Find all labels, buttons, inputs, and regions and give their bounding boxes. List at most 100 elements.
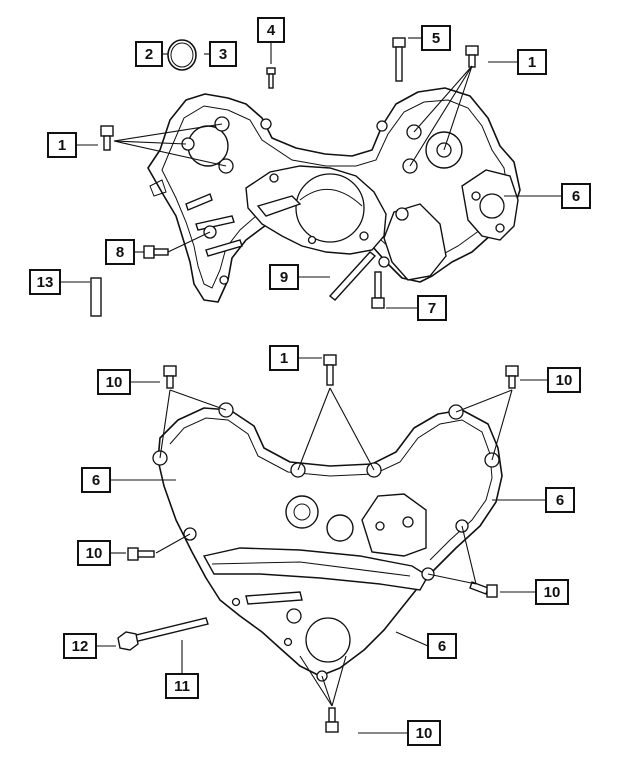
right-flange-bore bbox=[479, 193, 505, 219]
bolt-10-ml-head bbox=[127, 547, 139, 561]
upper-right-hole bbox=[376, 120, 388, 132]
right-flange-hole-a bbox=[471, 191, 481, 201]
svg-text:12: 12 bbox=[72, 638, 89, 655]
bracket-hole-b bbox=[378, 256, 390, 268]
svg-text:1: 1 bbox=[280, 350, 288, 367]
callout-6-right: 6 bbox=[545, 487, 575, 513]
leader-lines bbox=[60, 37, 562, 734]
bolt-4-head bbox=[266, 67, 276, 75]
bolt-1-mid-shank bbox=[326, 364, 334, 386]
svg-text:1: 1 bbox=[58, 137, 66, 154]
bolt-10-mr-head bbox=[486, 584, 498, 598]
upper-left-hole bbox=[260, 118, 272, 130]
right-plate-hole-b bbox=[402, 516, 414, 528]
lower-slot bbox=[245, 591, 303, 605]
lower-cover-gasket-line bbox=[169, 417, 493, 561]
center-seal-inner bbox=[293, 503, 311, 521]
nut-12 bbox=[117, 631, 139, 651]
callout-1-top-right: 1 bbox=[517, 49, 547, 75]
callout-4: 4 bbox=[257, 17, 285, 43]
svg-text:6: 6 bbox=[92, 472, 100, 489]
svg-text:8: 8 bbox=[116, 244, 124, 261]
callout-9: 9 bbox=[269, 264, 299, 290]
svg-text:5: 5 bbox=[432, 30, 440, 47]
bolt-10-tr-shank bbox=[508, 375, 516, 389]
callout-10-top-left: 10 bbox=[97, 369, 131, 395]
lower-hole-a bbox=[231, 597, 241, 607]
callout-10-mid-right: 10 bbox=[535, 579, 569, 605]
lower-small-seal bbox=[286, 608, 302, 624]
svg-text:3: 3 bbox=[219, 46, 227, 63]
pump-bore bbox=[295, 173, 365, 243]
callout-10-bottom: 10 bbox=[407, 720, 441, 746]
callout-11: 11 bbox=[165, 673, 199, 699]
callouts: 1 2 3 4 5 1 6 8 bbox=[29, 17, 591, 746]
svg-text:7: 7 bbox=[428, 300, 436, 317]
svg-text:10: 10 bbox=[86, 545, 103, 562]
right-flange-hole-b bbox=[495, 223, 505, 233]
bolt-8-shank bbox=[153, 248, 169, 256]
left-rib-1 bbox=[185, 193, 213, 211]
o-ring bbox=[167, 39, 197, 71]
lower-timing-cover-assembly bbox=[152, 402, 503, 682]
svg-text:11: 11 bbox=[174, 678, 190, 695]
bracket-hole-a bbox=[395, 207, 409, 221]
bolt-10-tl-head bbox=[163, 365, 177, 377]
right-plate bbox=[361, 493, 427, 557]
svg-text:1: 1 bbox=[528, 54, 536, 71]
right-plate-hole-a bbox=[375, 521, 385, 531]
svg-text:9: 9 bbox=[280, 269, 288, 286]
stud-11 bbox=[131, 617, 209, 643]
o-ring-inner bbox=[170, 42, 194, 68]
cover-lower-rib bbox=[202, 547, 429, 591]
bolt-1-right-shank bbox=[468, 54, 476, 68]
callout-12: 12 bbox=[63, 633, 97, 659]
svg-text:10: 10 bbox=[556, 372, 573, 389]
cover-slot bbox=[256, 195, 302, 217]
callout-13: 13 bbox=[29, 269, 61, 295]
callout-6-left: 6 bbox=[81, 467, 111, 493]
callout-1-top-left: 1 bbox=[47, 132, 77, 158]
bolt-10-mr-shank bbox=[469, 581, 489, 595]
left-foot-hole bbox=[219, 275, 229, 285]
callout-5: 5 bbox=[421, 25, 451, 51]
svg-text:10: 10 bbox=[544, 584, 561, 601]
bolt-7-shank bbox=[374, 271, 382, 299]
bolt-5-head bbox=[392, 37, 406, 48]
bolt-1-shank bbox=[103, 135, 111, 151]
bolt-10-b-head bbox=[325, 721, 339, 733]
bolt-10-tr-head bbox=[505, 365, 519, 377]
callout-10-top-right: 10 bbox=[547, 367, 581, 393]
svg-text:2: 2 bbox=[145, 46, 153, 63]
bolt-10-b-shank bbox=[328, 707, 336, 723]
svg-text:6: 6 bbox=[572, 188, 580, 205]
callout-6-top: 6 bbox=[561, 183, 591, 209]
bolt-4-shank bbox=[268, 73, 274, 89]
left-rib-3 bbox=[205, 239, 243, 257]
bolt-8-head bbox=[143, 245, 155, 259]
upper-cover-inner-edge bbox=[161, 99, 509, 289]
bolt-10-tl-shank bbox=[166, 375, 174, 389]
svg-text:4: 4 bbox=[267, 22, 276, 39]
svg-text:13: 13 bbox=[37, 274, 54, 291]
stud-9 bbox=[328, 251, 377, 301]
lower-timing-cover-outline bbox=[157, 407, 503, 677]
plate-hole-c bbox=[307, 235, 317, 245]
callout-3: 3 bbox=[209, 41, 237, 67]
pump-bore-shadow bbox=[299, 188, 363, 207]
svg-text:6: 6 bbox=[556, 492, 564, 509]
bolt-10-ml-shank bbox=[137, 550, 155, 558]
lower-fasteners bbox=[117, 354, 519, 733]
plate-hole-b bbox=[359, 231, 369, 241]
plate-hole-a bbox=[269, 173, 279, 183]
bolt-5-shank bbox=[395, 46, 403, 82]
svg-text:10: 10 bbox=[106, 374, 123, 391]
lower-hole-b bbox=[283, 637, 293, 647]
lower-right-bracket bbox=[383, 203, 447, 281]
left-rib-2 bbox=[195, 215, 235, 231]
svg-text:6: 6 bbox=[438, 638, 446, 655]
bolt-7-head bbox=[371, 297, 385, 309]
dowel-13 bbox=[90, 277, 102, 317]
bolt-1-mid-head bbox=[323, 354, 337, 366]
